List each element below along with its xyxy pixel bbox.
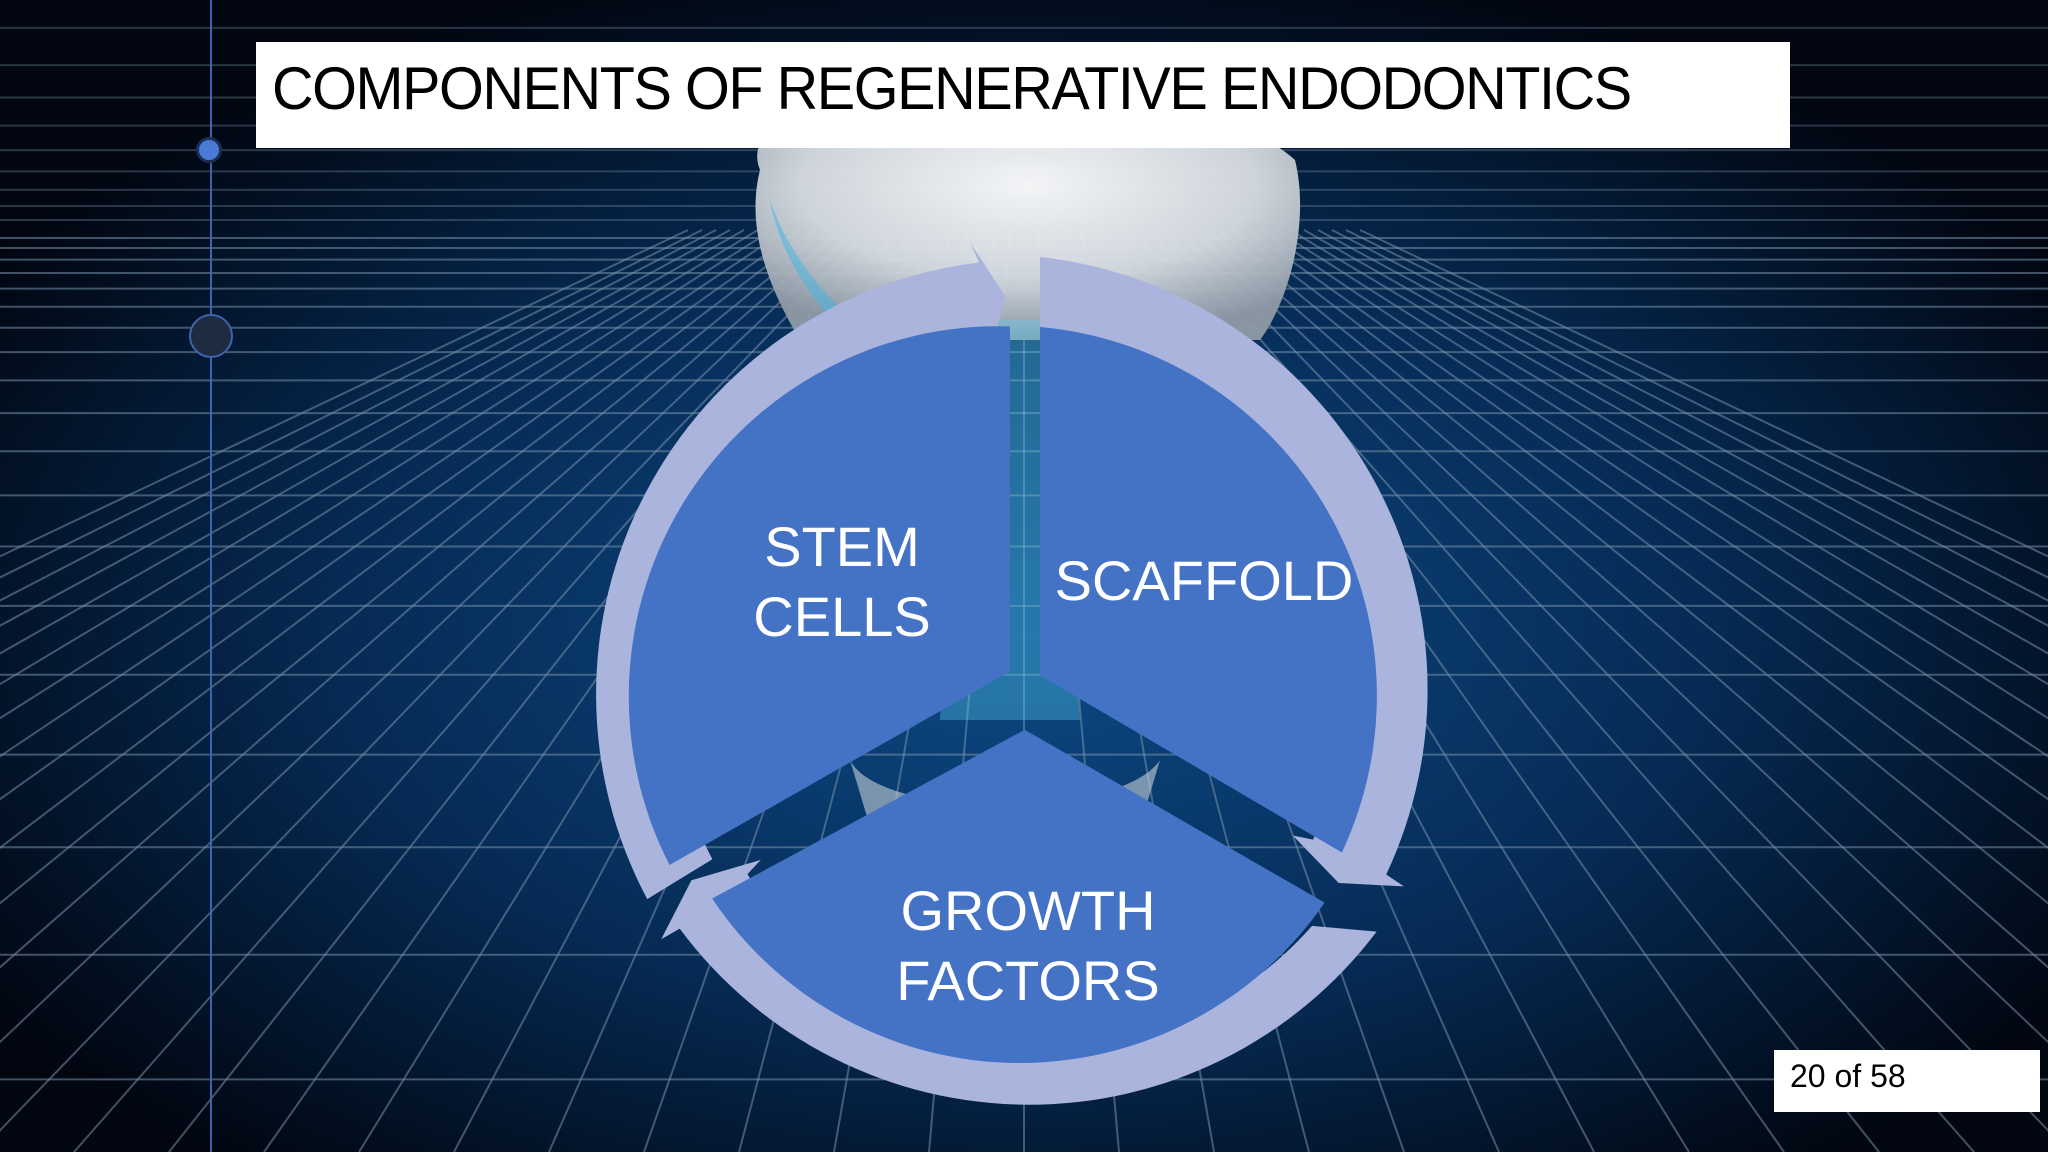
- page-indicator-box: 20 of 58: [1774, 1050, 2040, 1112]
- accent-dot-blue: [196, 137, 222, 163]
- left-accent-line: [210, 0, 212, 1152]
- slide-title: COMPONENTS OF REGENERATIVE ENDODONTICS: [272, 55, 1632, 122]
- label-stem-cells: STEM CELLS: [742, 512, 942, 652]
- label-growth-factors-line1: GROWTH: [900, 879, 1156, 942]
- segment-scaffold: [1040, 327, 1377, 853]
- title-box: COMPONENTS OF REGENERATIVE ENDODONTICS: [256, 42, 1790, 148]
- label-scaffold: SCAFFOLD: [1054, 546, 1354, 616]
- arc-arrow-growth-factors: [661, 859, 1377, 1105]
- segment-stem-cells: [628, 326, 1010, 866]
- segments: [628, 326, 1377, 1063]
- label-scaffold-line1: SCAFFOLD: [1054, 549, 1354, 612]
- label-stem-cells-line2: CELLS: [753, 585, 931, 648]
- label-stem-cells-line1: STEM: [764, 515, 920, 578]
- page-indicator: 20 of 58: [1790, 1058, 1906, 1094]
- label-growth-factors: GROWTH FACTORS: [878, 876, 1178, 1016]
- segment-growth-factors: [712, 729, 1325, 1063]
- accent-dot-dark: [189, 314, 233, 358]
- label-growth-factors-line2: FACTORS: [896, 949, 1160, 1012]
